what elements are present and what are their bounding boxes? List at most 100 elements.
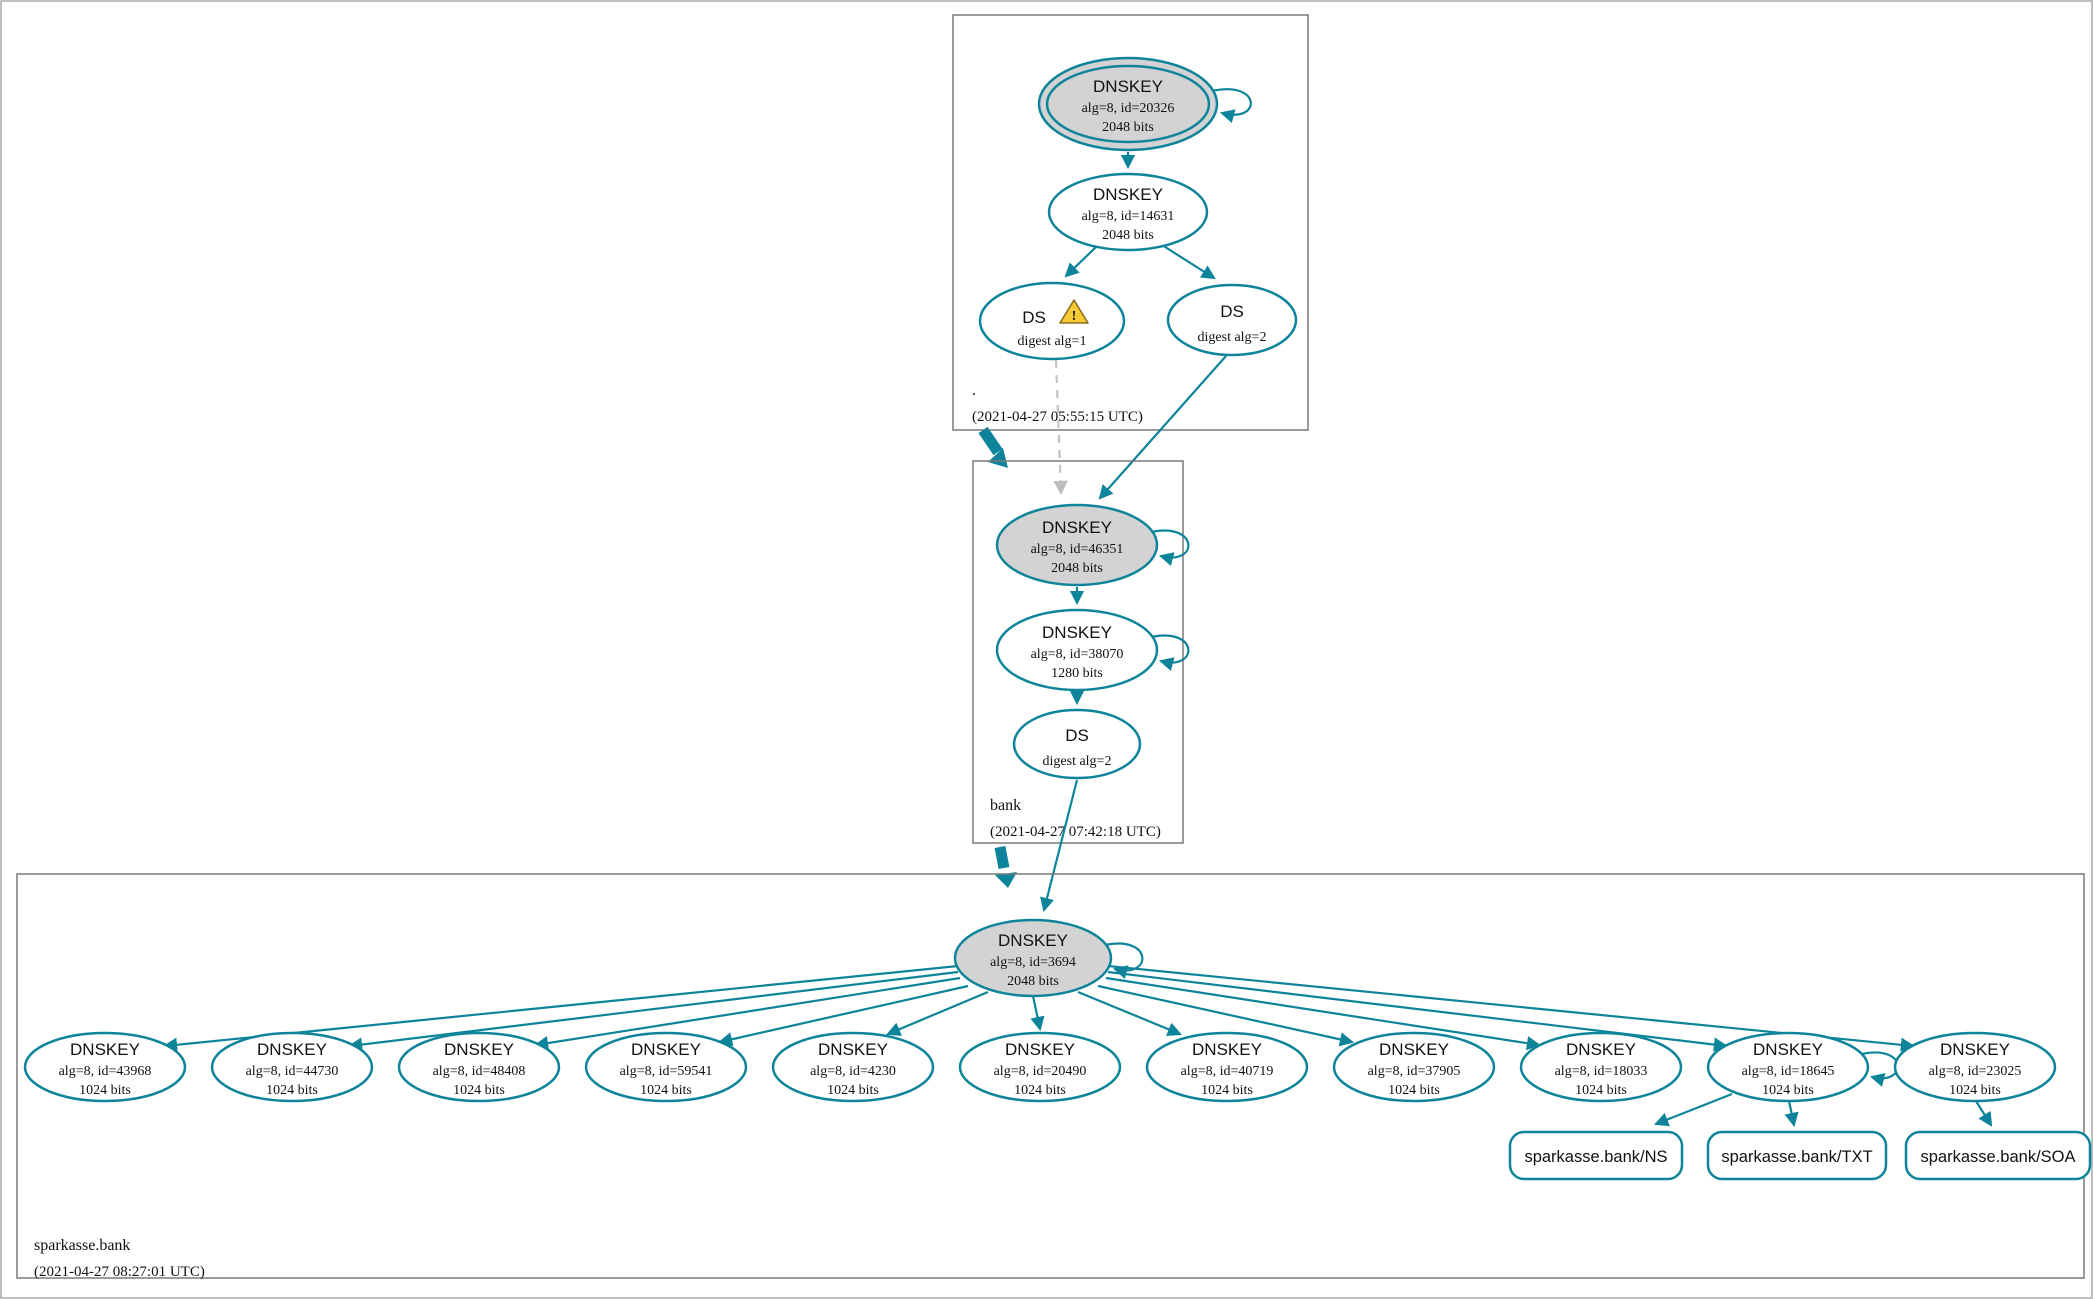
zone-bank: bank (2021-04-27 07:42:18 UTC) DNSKEY al… — [972, 460, 1190, 844]
delegation-arrow-bank-to-sparkasse — [994, 845, 1017, 888]
key-title: DNSKEY — [1753, 1040, 1823, 1059]
bank-ksk-alg: alg=8, id=46351 — [1031, 542, 1124, 557]
sparkasse-ksk-node[interactable]: DNSKEY alg=8, id=3694 2048 bits — [953, 918, 1113, 998]
edge-root-ksk-selfloop — [1211, 88, 1252, 124]
key-title: DNSKEY — [1379, 1040, 1449, 1059]
sparkasse-key-node-40719[interactable]: DNSKEY alg=8, id=40719 1024 bits — [1145, 1031, 1309, 1103]
sparkasse-key-node-18645[interactable]: DNSKEY alg=8, id=18645 1024 bits — [1706, 1031, 1870, 1103]
bank-ds-digest: digest alg=2 — [1043, 754, 1112, 769]
key-bits: 1024 bits — [453, 1083, 505, 1098]
key-title: DNSKEY — [1566, 1040, 1636, 1059]
key-bits: 1024 bits — [640, 1083, 692, 1098]
zone-box-bank — [972, 460, 1184, 844]
key-bits: 1024 bits — [1388, 1083, 1440, 1098]
edge-bank-ds-to-sparkasse-ksk — [1040, 779, 1079, 913]
key-alg: alg=8, id=48408 — [433, 1064, 526, 1079]
warning-icon: ! — [1059, 299, 1089, 324]
rrset-soa-label: sparkasse.bank/SOA — [1921, 1148, 2076, 1166]
sparkasse-key-node-44730[interactable]: DNSKEY alg=8, id=44730 1024 bits — [210, 1031, 374, 1103]
rrset-node-soa[interactable]: sparkasse.bank/SOA — [1904, 1130, 2092, 1181]
root-ksk-title: DNSKEY — [1093, 77, 1163, 96]
key-bits: 1024 bits — [1575, 1083, 1627, 1098]
warning-exclamation: ! — [1072, 309, 1077, 324]
zone-label-bank: bank — [990, 797, 1021, 814]
root-zsk-bits: 2048 bits — [1102, 228, 1154, 243]
zone-timestamp-root: (2021-04-27 05:55:15 UTC) — [972, 409, 1143, 425]
zone-timestamp-bank: (2021-04-27 07:42:18 UTC) — [990, 824, 1161, 840]
rrset-node-txt[interactable]: sparkasse.bank/TXT — [1706, 1130, 1888, 1181]
sparkasse-ksk-bits: 2048 bits — [1007, 974, 1059, 989]
edge-sparkasse-ksk-to-key-4230 — [886, 990, 989, 1036]
key-title: DNSKEY — [1192, 1040, 1262, 1059]
root-ds1-digest: digest alg=1 — [1018, 334, 1087, 349]
zone-label-root: . — [972, 382, 976, 399]
bank-zsk-node[interactable]: DNSKEY alg=8, id=38070 1280 bits — [995, 608, 1159, 692]
zone-box-sparkasse — [16, 873, 2085, 1279]
sparkasse-key-node-48408[interactable]: DNSKEY alg=8, id=48408 1024 bits — [397, 1031, 561, 1103]
key-bits: 1024 bits — [1014, 1083, 1066, 1098]
rrset-txt-label: sparkasse.bank/TXT — [1721, 1148, 1872, 1166]
sparkasse-key-node-20490[interactable]: DNSKEY alg=8, id=20490 1024 bits — [958, 1031, 1122, 1103]
key-alg: alg=8, id=18645 — [1742, 1064, 1835, 1079]
bank-ksk-node[interactable]: DNSKEY alg=8, id=46351 2048 bits — [995, 503, 1159, 587]
edge-bank-ksk-selfloop — [1150, 529, 1190, 566]
sparkasse-key-node-43968[interactable]: DNSKEY alg=8, id=43968 1024 bits — [23, 1031, 187, 1103]
key-bits: 1024 bits — [827, 1083, 879, 1098]
edge-key-23025-to-soa — [1975, 1100, 1993, 1127]
sparkasse-key-node-18033[interactable]: DNSKEY alg=8, id=18033 1024 bits — [1519, 1031, 1683, 1103]
edge-sparkasse-ksk-selfloop — [1104, 942, 1144, 979]
bank-ksk-title: DNSKEY — [1042, 518, 1112, 537]
key-title: DNSKEY — [1940, 1040, 2010, 1059]
key-title: DNSKEY — [257, 1040, 327, 1059]
sparkasse-key-node-37905[interactable]: DNSKEY alg=8, id=37905 1024 bits — [1332, 1031, 1496, 1103]
sparkasse-key-node-59541[interactable]: DNSKEY alg=8, id=59541 1024 bits — [584, 1031, 748, 1103]
bank-zsk-alg: alg=8, id=38070 — [1031, 647, 1124, 662]
root-ds2-title: DS — [1220, 302, 1244, 321]
key-alg: alg=8, id=44730 — [246, 1064, 339, 1079]
root-zsk-node[interactable]: DNSKEY alg=8, id=14631 2048 bits — [1047, 172, 1209, 252]
root-ksk-bits: 2048 bits — [1102, 120, 1154, 135]
sparkasse-key-node-23025[interactable]: DNSKEY alg=8, id=23025 1024 bits — [1893, 1031, 2057, 1103]
edge-root-zsk-to-ds1 — [1064, 246, 1097, 278]
edge-sparkasse-ksk-to-key-18033 — [1105, 976, 1542, 1051]
key-alg: alg=8, id=23025 — [1929, 1064, 2022, 1079]
root-ksk-alg: alg=8, id=20326 — [1082, 101, 1175, 116]
root-ds2-node[interactable]: DS digest alg=2 — [1166, 283, 1298, 357]
key-bits: 1024 bits — [1201, 1083, 1253, 1098]
bank-ksk-bits: 2048 bits — [1051, 561, 1103, 576]
sparkasse-key-node-4230[interactable]: DNSKEY alg=8, id=4230 1024 bits — [771, 1031, 935, 1103]
key-alg: alg=8, id=40719 — [1181, 1064, 1274, 1079]
edge-key-18645-to-ns — [1654, 1092, 1733, 1127]
key-bits: 1024 bits — [1949, 1083, 2001, 1098]
zone-root: . (2021-04-27 05:55:15 UTC) DNSKEY alg=8… — [952, 14, 1309, 431]
rrset-node-ns[interactable]: sparkasse.bank/NS — [1508, 1130, 1684, 1181]
key-bits: 1024 bits — [1762, 1083, 1814, 1098]
edge-ds1-to-bank-ksk-dashed — [1053, 359, 1068, 496]
bank-ds-node[interactable]: DS digest alg=2 — [1012, 708, 1142, 780]
key-alg: alg=8, id=59541 — [620, 1064, 713, 1079]
zone-label-sparkasse: sparkasse.bank — [34, 1237, 130, 1254]
edge-sparkasse-ksk-to-key-44730 — [347, 970, 959, 1052]
edge-bank-zsk-selfloop — [1150, 634, 1190, 671]
root-ds1-node[interactable]: DS ! digest alg=1 — [978, 281, 1126, 361]
zone-box-root — [952, 14, 1309, 431]
edge-sparkasse-ksk-to-key-59541 — [717, 984, 969, 1047]
key-alg: alg=8, id=20490 — [994, 1064, 1087, 1079]
edge-key-18645-to-txt — [1784, 1100, 1799, 1128]
root-ksk-node[interactable]: DNSKEY alg=8, id=20326 2048 bits — [1037, 56, 1219, 152]
delegation-arrow-root-to-bank — [978, 426, 1008, 468]
edge-sparkasse-ksk-to-key-48408 — [533, 976, 961, 1051]
bank-zsk-bits: 1280 bits — [1051, 666, 1103, 681]
edge-ds2-to-bank-ksk — [1098, 355, 1227, 500]
key-alg: alg=8, id=18033 — [1555, 1064, 1648, 1079]
edge-sparkasse-ksk-to-key-20490 — [1030, 995, 1045, 1032]
edge-sparkasse-ksk-to-key-37905 — [1097, 984, 1355, 1047]
key-title: DNSKEY — [818, 1040, 888, 1059]
edge-root-zsk-to-ds2 — [1161, 244, 1216, 280]
key-bits: 1024 bits — [79, 1083, 131, 1098]
sparkasse-ksk-alg: alg=8, id=3694 — [990, 955, 1076, 970]
key-title: DNSKEY — [444, 1040, 514, 1059]
